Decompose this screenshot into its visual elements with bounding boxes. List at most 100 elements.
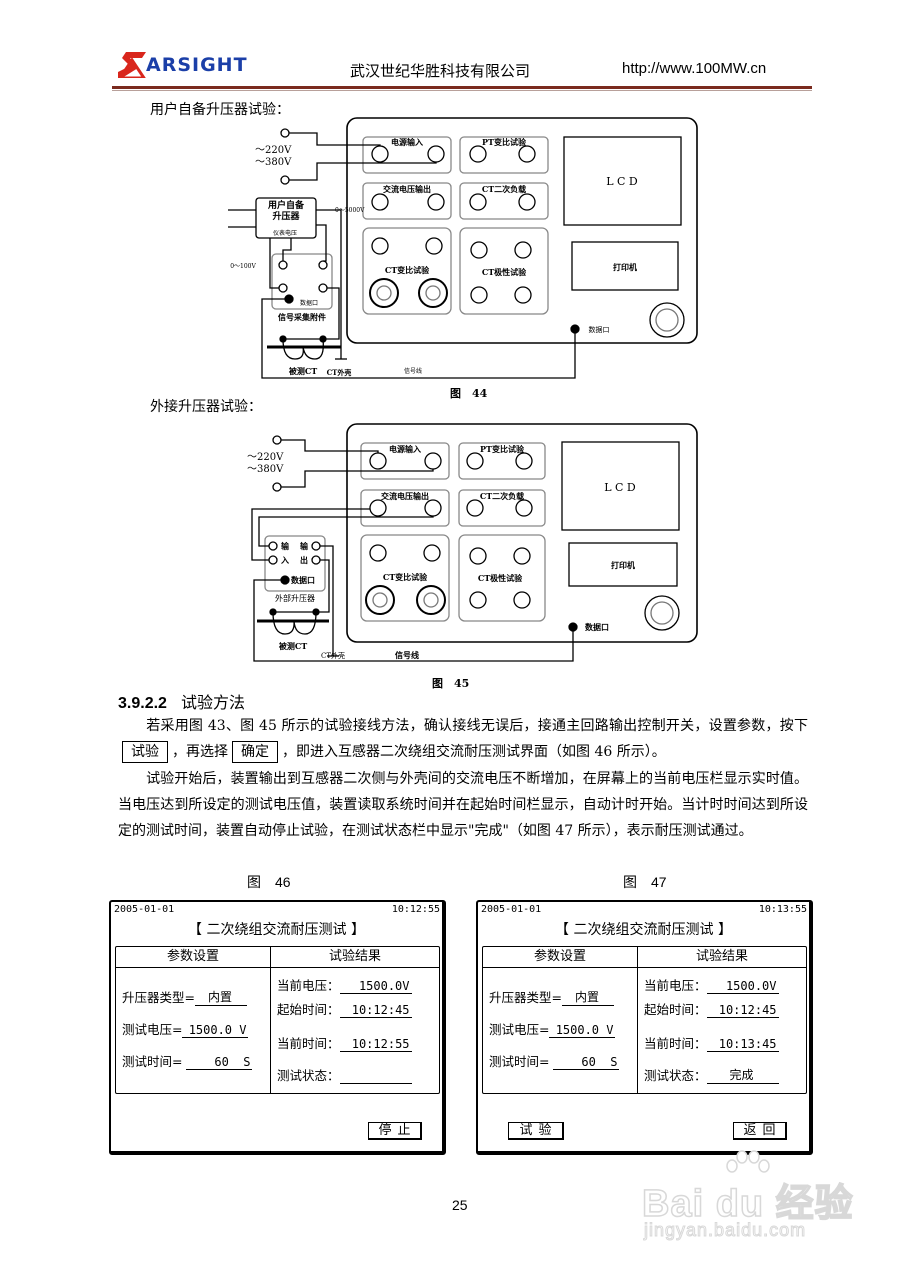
label-printer: 打印机 xyxy=(611,560,635,570)
test-time-value[interactable]: 60 S xyxy=(186,1055,253,1070)
header-rule xyxy=(112,86,812,89)
baidu-watermark: Bai du 经验 jingyan.baidu.com xyxy=(641,1150,862,1250)
label-signal-line: 信号线 xyxy=(404,367,422,375)
wiring-diagram-44: 电源输入 PT变比试验 交流电压输出 CT二次负载 CT变比试验 CT极性试验 … xyxy=(225,115,705,380)
lcd-screen-47: 2005-01-01 10:13:55 【 二次绕组交流耐压测试 】 参数设置 … xyxy=(476,900,813,1155)
results-panel: 试验结果 当前电压：1500.0V 起始时间：10:12:45 当前时间：10:… xyxy=(638,947,806,1093)
label-data-port: 数据口 xyxy=(585,622,609,632)
key-confirm: 确定 xyxy=(232,741,278,763)
figure-45-caption: 图 45 xyxy=(432,677,470,690)
results-header: 试验结果 xyxy=(271,947,439,968)
label-power-input: 电源输入 xyxy=(391,137,423,147)
label-lcd: L C D xyxy=(606,175,638,188)
label-supply-220: ～220V xyxy=(247,452,284,463)
screen-body: 参数设置 升压器类型=内置 测试电压=1500.0 V 测试时间=60 S 试验… xyxy=(115,946,440,1094)
section-number: 3.9.2.2 xyxy=(118,695,167,712)
figure-46-caption: 图 46 xyxy=(247,874,291,890)
figure-44-caption: 图 44 xyxy=(450,387,488,400)
screen-time: 10:12:55 xyxy=(391,904,440,915)
paragraph-1-text-c: ，即进入互感器二次绕组交流耐压测试界面（如图 46 所示）。 xyxy=(282,744,666,760)
current-time-value: 10:12:55 xyxy=(339,1037,412,1052)
test-voltage-value[interactable]: 1500.0 V xyxy=(549,1023,616,1038)
label-supply-220: ～220V xyxy=(255,145,292,156)
test-time-value[interactable]: 60 S xyxy=(553,1055,620,1070)
label-ext-transformer: 外部升压器 xyxy=(275,593,315,603)
label-supply-380: ～380V xyxy=(247,464,284,475)
stop-button[interactable]: 停止 xyxy=(368,1122,422,1140)
label-signal-line: 信号线 xyxy=(395,650,419,660)
label-range-100: 0～100V xyxy=(230,263,256,270)
diagram2-heading: 外接升压器试验： xyxy=(150,399,262,415)
param-row-test-time: 测试时间=60 S xyxy=(122,1054,253,1070)
test-button[interactable]: 试验 xyxy=(508,1122,564,1140)
label-ct-burden: CT二次负载 xyxy=(482,184,526,194)
label-lcd: L C D xyxy=(604,481,636,494)
label-range-5000: 0～5000V xyxy=(335,207,365,214)
results-header: 试验结果 xyxy=(638,947,806,968)
label-ct-polarity: CT极性试验 xyxy=(478,573,523,583)
test-voltage-value[interactable]: 1500.0 V xyxy=(182,1023,249,1038)
label-signal-adapter: 信号采集附件 xyxy=(278,312,326,322)
wiring-diagram-45: 电源输入 PT变比试验 交流电压输出 CT二次负载 CT变比试验 CT极性试验 … xyxy=(225,420,705,665)
label-supply-380: ～380V xyxy=(255,157,292,168)
booster-type-value[interactable]: 内置 xyxy=(194,988,247,1006)
wiring-diagram-45-svg: 电源输入 PT变比试验 交流电压输出 CT二次负载 CT变比试验 CT极性试验 … xyxy=(247,423,698,662)
label-ac-output: 交流电压输出 xyxy=(381,491,429,501)
start-time-value: 10:12:45 xyxy=(706,1003,779,1018)
paw-print-icon xyxy=(726,1150,770,1173)
label-ac-output: 交流电压输出 xyxy=(383,184,431,194)
logo-mark-icon xyxy=(118,52,146,78)
paragraph-1-text-a: 若采用图 43、图 45 所示的试验接线方法，确认接线无误后，接通主回路输出控制… xyxy=(146,718,808,734)
logo-text: ARSIGHT xyxy=(146,54,248,76)
label-ct-under-test: 被测CT xyxy=(289,366,317,376)
current-voltage-value: 1500.0V xyxy=(706,979,779,994)
param-row-test-voltage: 测试电压=1500.0 V xyxy=(489,1022,616,1038)
return-button[interactable]: 返回 xyxy=(733,1122,787,1140)
label-ct-case: CT外壳 xyxy=(327,368,352,377)
label-power-input: 电源输入 xyxy=(389,444,421,454)
label-ext-out-1: 输 xyxy=(300,541,309,551)
label-meter-voltage: 仪表电压 xyxy=(273,229,297,237)
results-panel: 试验结果 当前电压：1500.0V 起始时间：10:12:45 当前时间：10:… xyxy=(271,947,439,1093)
booster-type-value[interactable]: 内置 xyxy=(561,988,614,1006)
start-time-value: 10:12:45 xyxy=(339,1003,412,1018)
result-row-current-time: 当前时间：10:13:45 xyxy=(644,1036,779,1052)
paragraph-2-text: 试验开始后，装置输出到互感器二次侧与外壳间的交流电压不断增加，在屏幕上的当前电压… xyxy=(118,771,808,839)
company-name: 武汉世纪华胜科技有限公司 xyxy=(350,63,531,80)
label-data-port: 数据口 xyxy=(589,325,610,334)
current-time-value: 10:13:45 xyxy=(706,1037,779,1052)
test-status-value: 完成 xyxy=(706,1066,779,1084)
screen-date: 2005-01-01 xyxy=(114,904,175,915)
company-logo: ARSIGHT xyxy=(118,52,248,78)
figure-47-caption: 图 47 xyxy=(623,874,667,890)
company-url[interactable]: http://www.100MW.cn xyxy=(622,60,767,77)
params-header: 参数设置 xyxy=(116,947,270,968)
paragraph-1: 若采用图 43、图 45 所示的试验接线方法，确认接线无误后，接通主回路输出控制… xyxy=(118,713,808,765)
screen-time: 10:13:55 xyxy=(758,904,807,915)
param-row-booster-type: 升压器类型=内置 xyxy=(122,987,264,1006)
label-user-transformer-2: 升压器 xyxy=(272,210,300,222)
params-panel: 参数设置 升压器类型=内置 测试电压=1500.0 V 测试时间=60 S xyxy=(483,947,638,1093)
watermark-sub: jingyan.baidu.com xyxy=(643,1220,807,1241)
param-row-booster-type: 升压器类型=内置 xyxy=(489,987,631,1006)
param-row-test-time: 测试时间=60 S xyxy=(489,1054,620,1070)
screen-body: 参数设置 升压器类型=内置 测试电压=1500.0 V 测试时间=60 S 试验… xyxy=(482,946,807,1094)
wiring-diagram-44-svg: 电源输入 PT变比试验 交流电压输出 CT二次负载 CT变比试验 CT极性试验 … xyxy=(228,117,698,379)
label-ct-ratio: CT变比试验 xyxy=(385,265,430,275)
section-title: 试验方法 xyxy=(180,693,245,712)
label-printer: 打印机 xyxy=(613,262,637,272)
label-ct-ratio: CT变比试验 xyxy=(383,572,428,582)
test-status-value xyxy=(339,1069,412,1084)
label-ct-burden: CT二次负载 xyxy=(480,491,524,501)
label-pt-ratio: PT变比试验 xyxy=(482,137,527,147)
params-panel: 参数设置 升压器类型=内置 测试电压=1500.0 V 测试时间=60 S xyxy=(116,947,271,1093)
label-ext-port: 数据口 xyxy=(291,575,315,585)
label-user-transformer-1: 用户自备 xyxy=(267,199,305,211)
paragraph-1-text-b: ，再选择 xyxy=(172,744,228,760)
label-ct-case: CT外壳 xyxy=(321,651,345,660)
result-row-test-status: 测试状态： xyxy=(277,1065,433,1084)
screen-title: 【 二次绕组交流耐压测试 】 xyxy=(555,922,732,938)
result-row-current-voltage: 当前电压：1500.0V xyxy=(277,978,412,994)
params-header: 参数设置 xyxy=(483,947,637,968)
screen-title: 【 二次绕组交流耐压测试 】 xyxy=(188,922,365,938)
